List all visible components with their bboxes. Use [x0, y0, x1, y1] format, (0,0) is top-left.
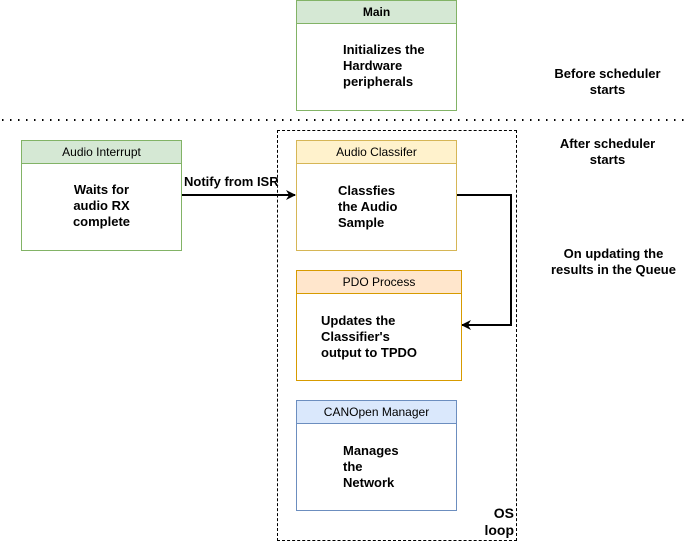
pdo-process-box[interactable]: PDO Process Updates the Classifier's out…: [296, 270, 462, 381]
main-task-box[interactable]: Main Initializes the Hardware peripheral…: [296, 0, 457, 111]
main-task-body: Initializes the Hardware peripherals: [343, 42, 425, 89]
canopen-manager-body: Manages the Network: [343, 443, 399, 490]
audio-interrupt-body: Waits for audio RX complete: [72, 182, 131, 229]
after-scheduler-note: After scheduler starts: [559, 136, 656, 167]
audio-classifier-header: Audio Classifer: [297, 141, 456, 164]
notify-arrow-label: Notify from ISR: [184, 174, 279, 189]
pdo-process-body: Updates the Classifier's output to TPDO: [321, 313, 418, 360]
audio-classifier-body: Classfies the Audio Sample: [338, 183, 398, 230]
os-loop-label: OS loop: [484, 505, 514, 538]
pdo-process-header: PDO Process: [297, 271, 461, 294]
queue-arrow: [456, 194, 512, 330]
audio-interrupt-box[interactable]: Audio Interrupt Waits for audio RX compl…: [21, 140, 182, 251]
main-task-header: Main: [297, 1, 456, 24]
canopen-manager-box[interactable]: CANOpen Manager Manages the Network: [296, 400, 457, 511]
queue-update-note: On updating the results in the Queue: [551, 246, 676, 277]
os-loop-container: [277, 130, 517, 541]
before-scheduler-note: Before scheduler starts: [554, 66, 661, 97]
canopen-manager-header: CANOpen Manager: [297, 401, 456, 424]
audio-classifier-box[interactable]: Audio Classifer Classfies the Audio Samp…: [296, 140, 457, 251]
audio-interrupt-header: Audio Interrupt: [22, 141, 181, 164]
